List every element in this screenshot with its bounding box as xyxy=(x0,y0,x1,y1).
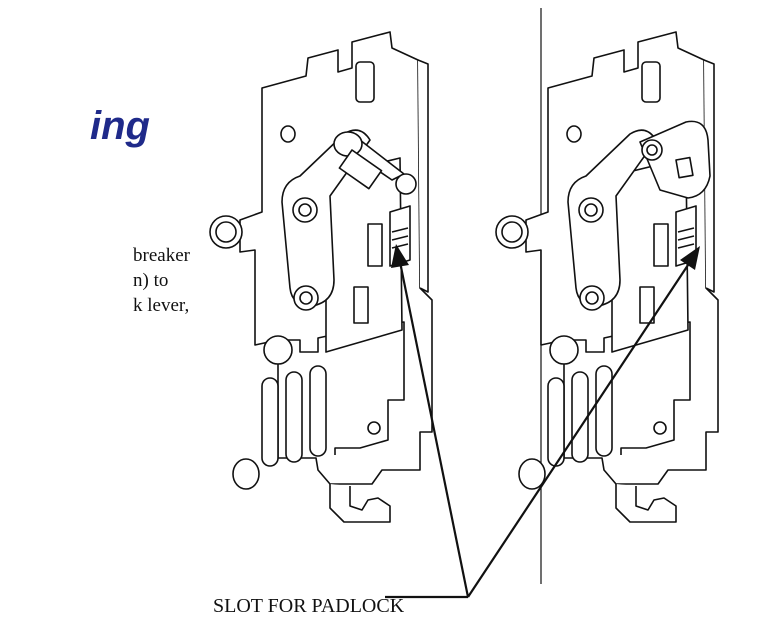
body-line-1: breaker xyxy=(133,245,190,266)
body-line-2: n) to xyxy=(133,270,169,291)
right-mechanism-assembly xyxy=(495,31,719,523)
arrow-to-right-slot xyxy=(467,261,691,598)
slot-for-padlock-label: SLOT FOR PADLOCK xyxy=(213,595,405,617)
left-mechanism-assembly xyxy=(209,31,433,523)
arrow-to-left-slot xyxy=(398,261,470,598)
body-line-3: k lever, xyxy=(133,295,190,316)
arrowhead-right-slot xyxy=(680,246,700,270)
section-heading-fragment: ing xyxy=(90,104,150,148)
arrowhead-left-slot xyxy=(391,244,409,268)
callout-arrows xyxy=(385,244,700,599)
left-foot-notch xyxy=(329,484,391,523)
right-foot-notch xyxy=(615,484,677,523)
body-text-fragment: breaker n) to k lever, xyxy=(133,243,190,318)
